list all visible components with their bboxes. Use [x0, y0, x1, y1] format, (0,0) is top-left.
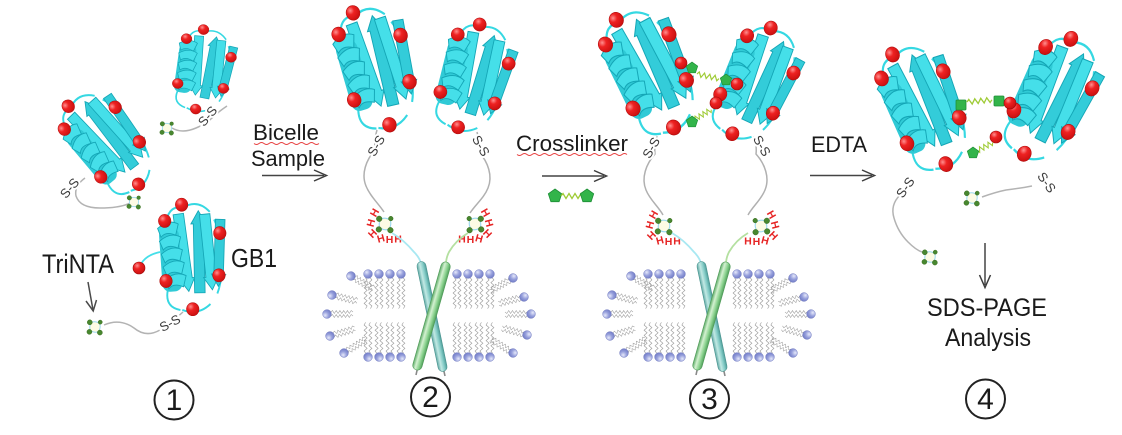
svg-text:Bicelle: Bicelle [253, 120, 319, 145]
svg-text:3: 3 [701, 383, 718, 416]
svg-text:1: 1 [166, 384, 183, 417]
svg-text:Analysis: Analysis [945, 324, 1031, 352]
svg-text:4: 4 [977, 383, 994, 416]
svg-text:SDS-PAGE: SDS-PAGE [927, 294, 1047, 322]
svg-text:GB1: GB1 [231, 243, 277, 273]
svg-text:Sample: Sample [251, 146, 325, 171]
svg-text:EDTA: EDTA [811, 132, 867, 157]
svg-text:TriNTA: TriNTA [42, 249, 114, 279]
svg-text:2: 2 [422, 381, 439, 414]
svg-text:Crosslinker: Crosslinker [516, 131, 628, 156]
